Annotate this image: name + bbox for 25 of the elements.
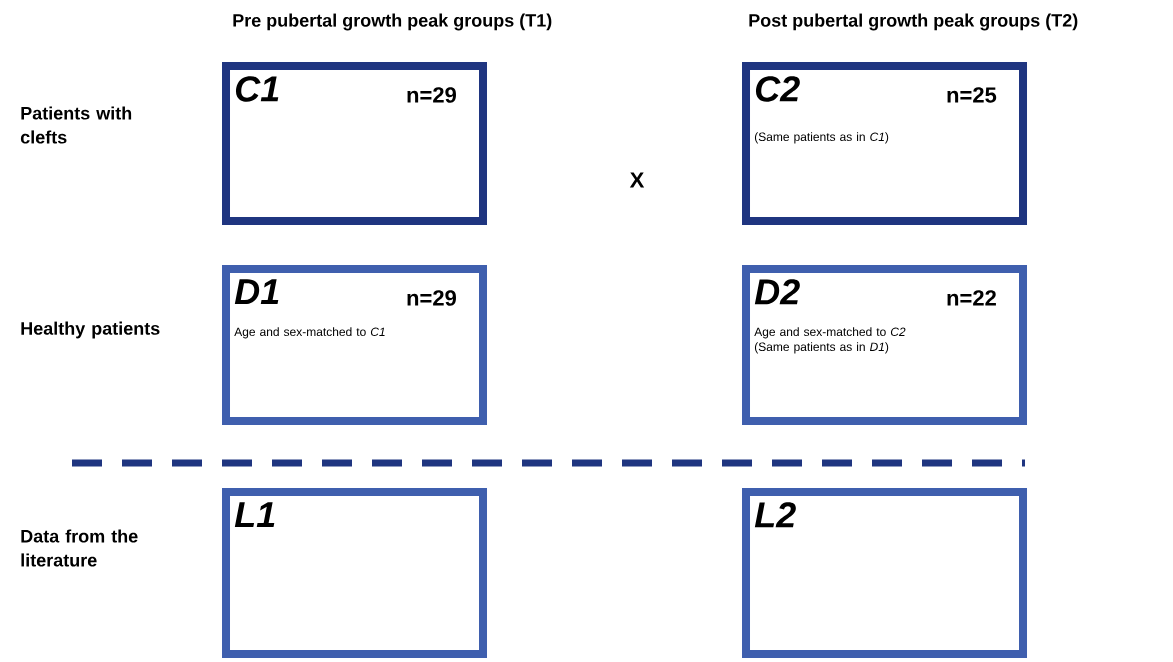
group-box [222, 488, 487, 658]
sample-size: n=29 [407, 290, 456, 306]
group-box [742, 265, 1027, 425]
sample-size: n=25 [947, 87, 997, 103]
column-heading: Pre pubertal growth peak groups (T1) [233, 13, 552, 31]
group-label: L1 [234, 502, 275, 527]
group-box [742, 62, 1027, 225]
group-label: D2 [754, 279, 800, 305]
sample-size: n=29 [407, 87, 456, 103]
note-text: Age and sex-matched to C2 (Same patients as in D1) [754, 327, 906, 354]
note-text: Age and sex-matched to C1 [234, 327, 385, 339]
group-label: C1 [235, 76, 279, 102]
row-label: Healthy patients [21, 321, 160, 339]
group-label: D1 [234, 279, 279, 304]
group-box [222, 62, 487, 225]
group-label: C2 [755, 76, 800, 102]
group-box [222, 265, 487, 425]
row-label: Data from the literature [21, 529, 138, 567]
cross-mark: X [629, 172, 645, 188]
column-heading: Post pubertal growth peak groups (T2) [749, 13, 1078, 31]
note-text: (Same patients as in C1) [754, 132, 889, 144]
group-box [742, 488, 1027, 658]
group-label: L2 [754, 502, 796, 528]
sample-size: n=22 [947, 290, 996, 306]
row-label: Patients with clefts [20, 106, 132, 144]
